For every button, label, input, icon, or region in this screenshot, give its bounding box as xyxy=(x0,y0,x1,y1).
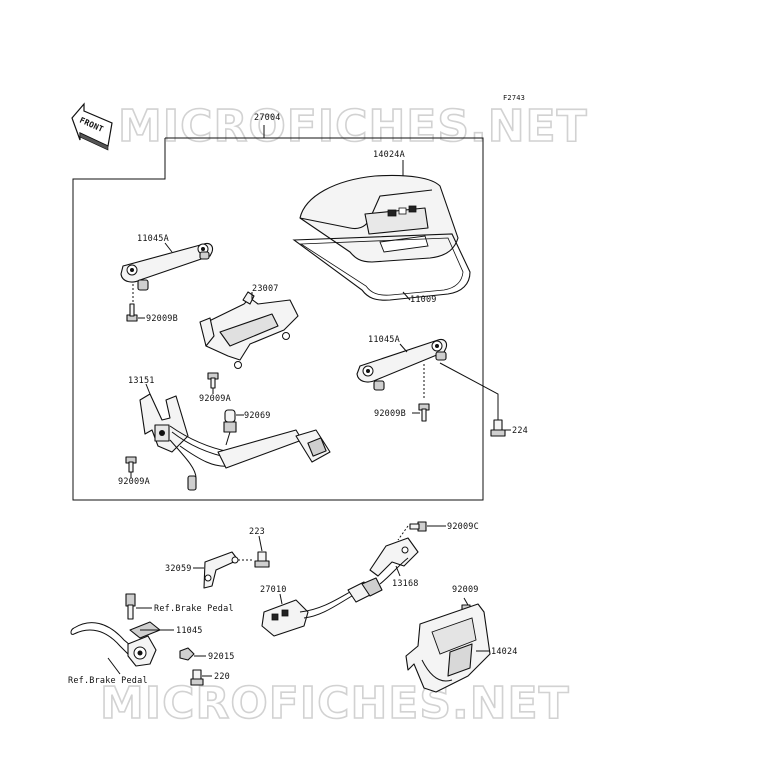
socket-13151 xyxy=(139,393,331,491)
bracket-11045A-top xyxy=(120,242,214,291)
front-arrow-icon: FRONT xyxy=(71,102,113,151)
watermark-bottom: MICROFICHES.NET xyxy=(100,678,570,729)
bracket-13168 xyxy=(369,537,419,577)
bracket-32059 xyxy=(203,551,252,589)
label-92069: 92069 xyxy=(244,411,271,421)
label-23007: 23007 xyxy=(252,284,279,294)
bolt-ref-brake-pedal xyxy=(125,593,136,620)
label-13168: 13168 xyxy=(392,579,419,589)
holder-23007 xyxy=(199,291,299,369)
label-92009C: 92009C xyxy=(447,522,479,532)
screw-223 xyxy=(254,551,270,568)
label-92009B-right: 92009B xyxy=(374,409,406,419)
switch-11045 xyxy=(129,621,162,639)
screw-92009A-low xyxy=(125,456,137,473)
label-27004: 27004 xyxy=(254,113,281,123)
label-220: 220 xyxy=(214,672,230,682)
screw-224 xyxy=(439,362,506,437)
label-92009A-low: 92009A xyxy=(118,477,150,487)
screw-92009B-left xyxy=(126,284,138,322)
label-27010: 27010 xyxy=(260,585,287,595)
label-ref-brake-pedal-2: Ref.Brake Pedal xyxy=(68,676,148,686)
label-224: 224 xyxy=(512,426,528,436)
assembly-box-27004 xyxy=(72,125,484,501)
screw-92009C xyxy=(397,521,427,541)
bolt-220 xyxy=(190,669,204,686)
label-92009B-left: 92009B xyxy=(146,314,178,324)
bracket-11045A-right xyxy=(356,338,448,391)
label-11045A-right: 11045A xyxy=(368,335,400,345)
label-14024: 14024 xyxy=(491,647,518,657)
switch-27010 xyxy=(261,557,409,637)
bulb-92069 xyxy=(223,409,237,446)
label-13151: 13151 xyxy=(128,376,155,386)
label-92015: 92015 xyxy=(208,652,235,662)
label-223: 223 xyxy=(249,527,265,537)
figure-code: F2743 xyxy=(503,94,525,102)
label-32059: 32059 xyxy=(165,564,192,574)
label-92009A-mid: 92009A xyxy=(199,394,231,404)
gasket-11009 xyxy=(292,233,471,301)
label-14024A: 14024A xyxy=(373,150,405,160)
nut-92015 xyxy=(179,647,195,661)
brake-pedal-arm xyxy=(70,622,157,667)
screw-92009A-mid xyxy=(207,372,219,389)
meter-cover-14024A xyxy=(299,174,459,263)
watermark-top: MICROFICHES.NET xyxy=(118,101,588,152)
label-ref-brake-pedal-1: Ref.Brake Pedal xyxy=(154,604,234,614)
label-11009: 11009 xyxy=(410,295,437,305)
label-11045A-top: 11045A xyxy=(137,234,169,244)
label-11045: 11045 xyxy=(176,626,203,636)
cover-14024 xyxy=(405,603,491,693)
screw-92009B-right xyxy=(418,364,430,422)
label-92009: 92009 xyxy=(452,585,479,595)
